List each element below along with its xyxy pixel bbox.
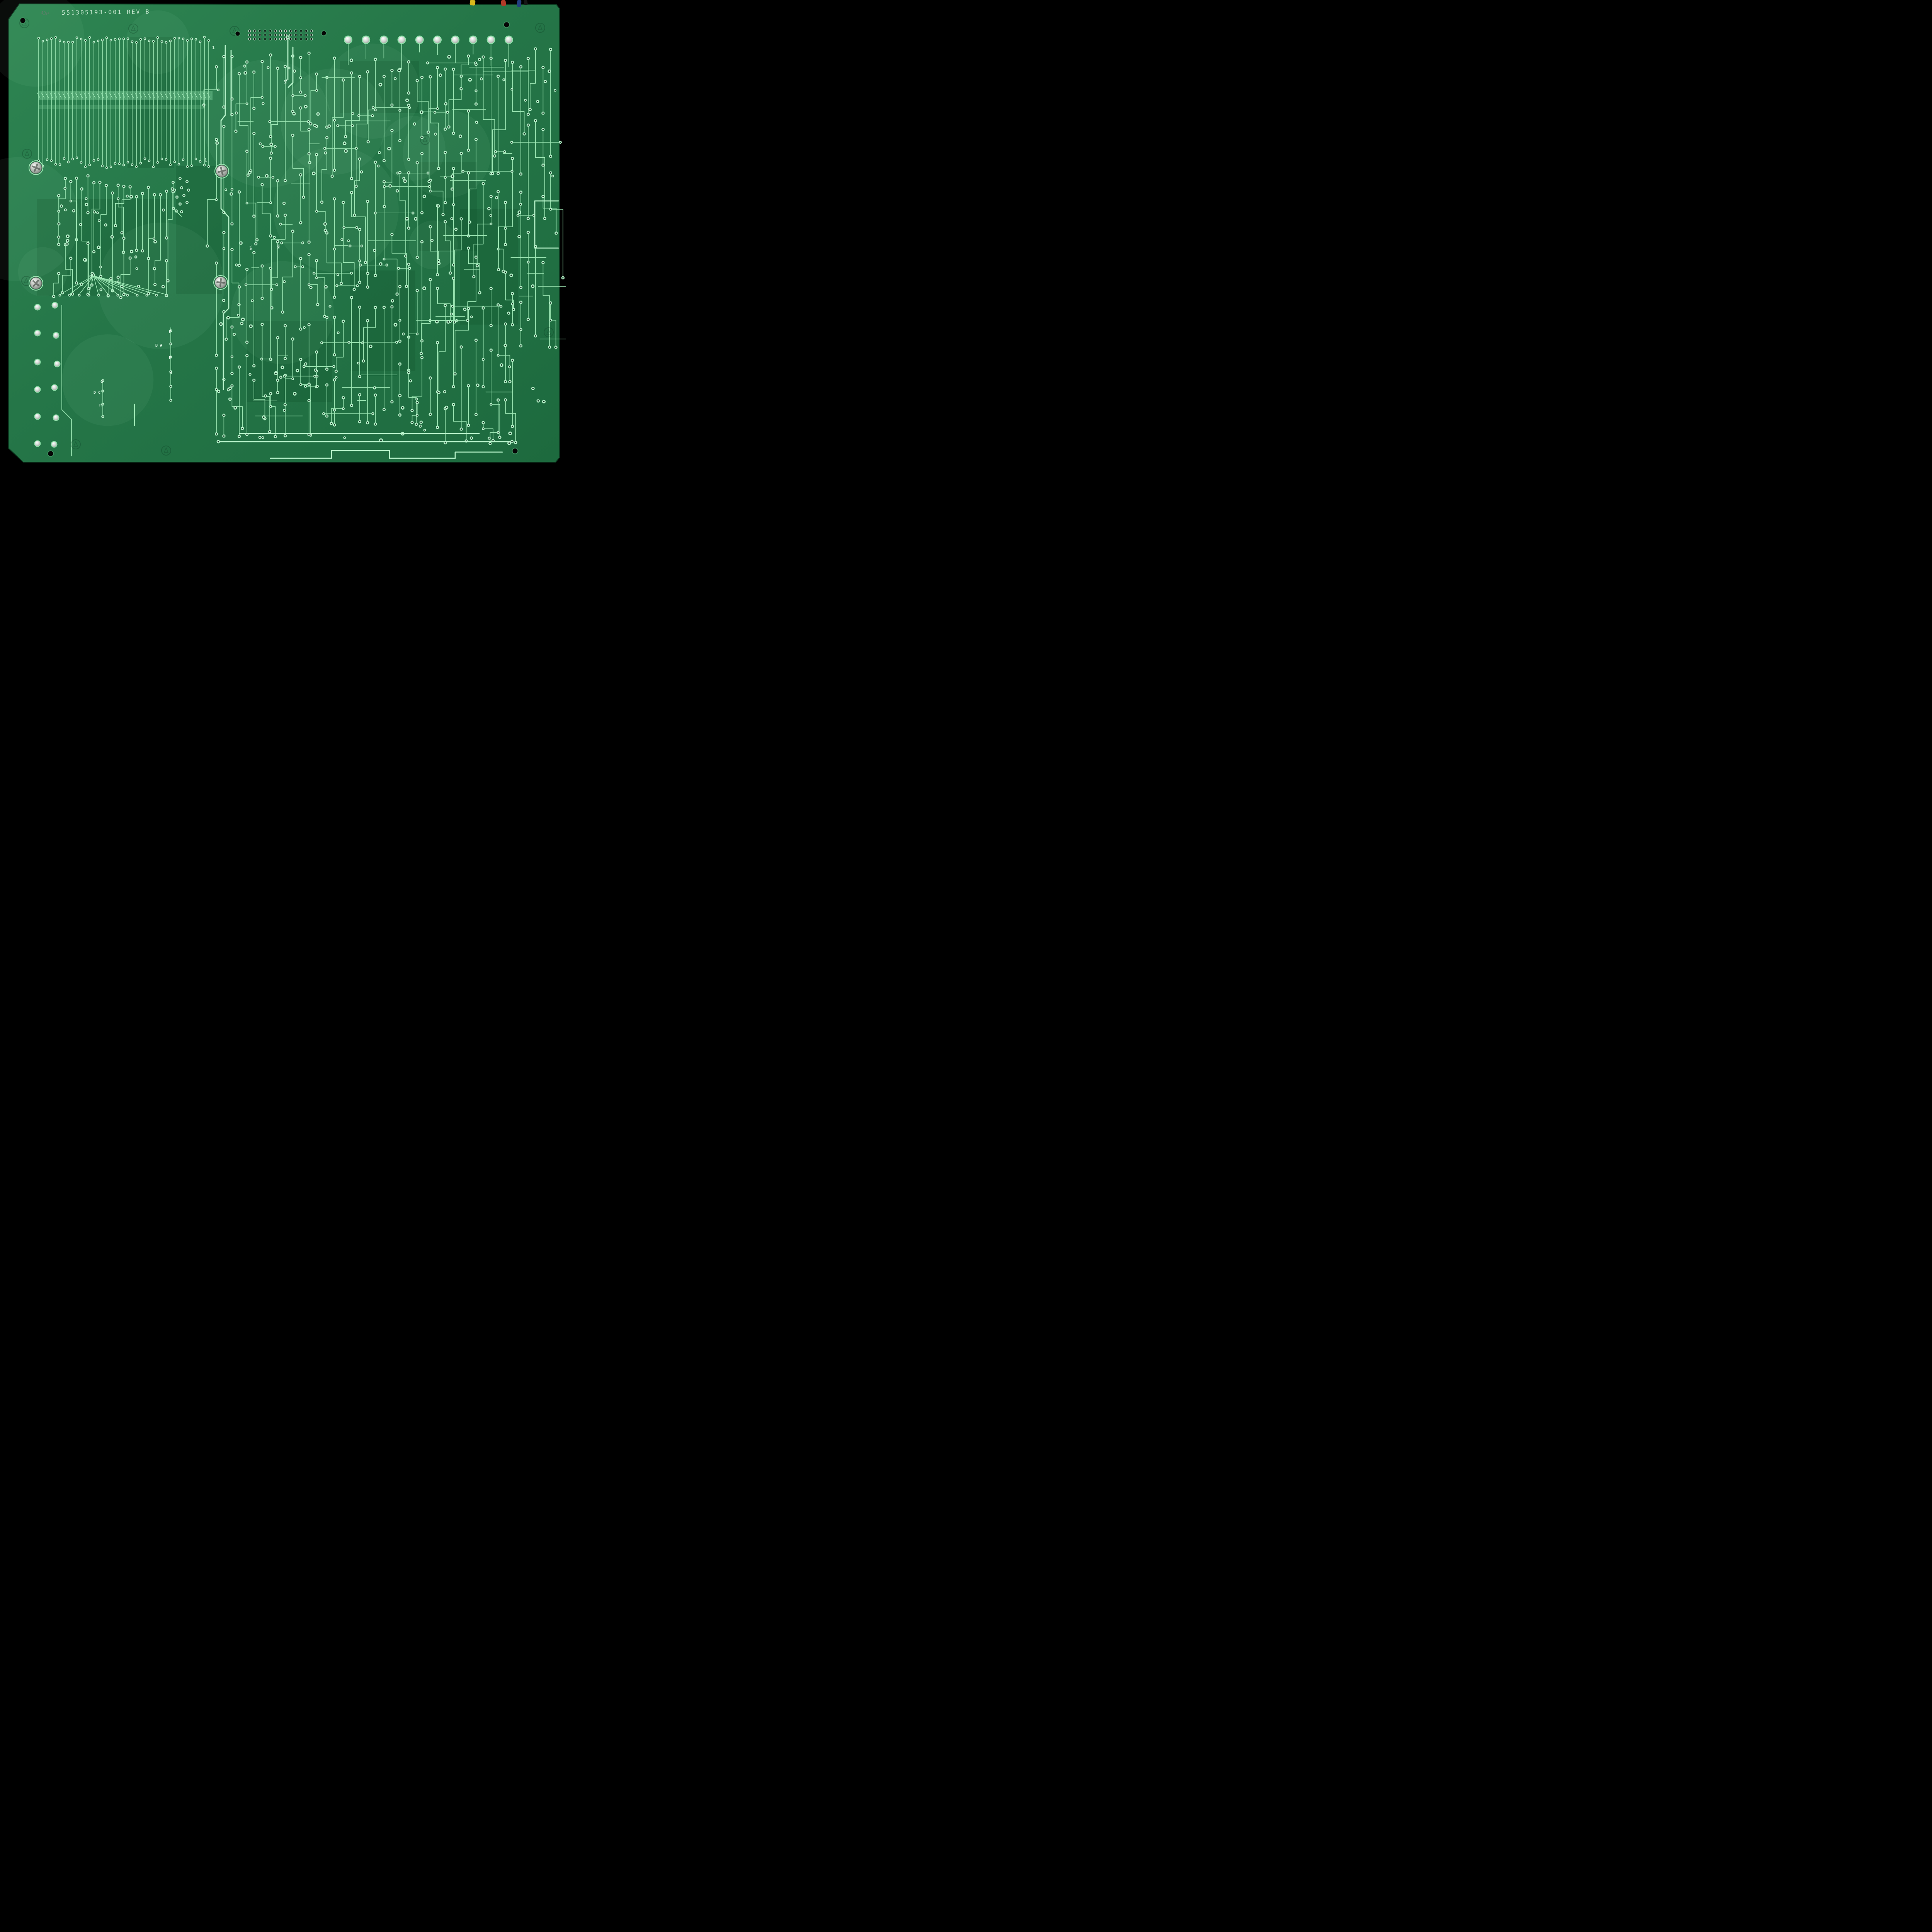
pin1-mark: 1 (203, 104, 206, 109)
test-point-label-c: C (98, 391, 100, 395)
mounting-hole (235, 31, 241, 37)
test-point-label-d: D (94, 391, 96, 395)
part-number-label: 551305193-001 REV B (62, 8, 150, 16)
test-point-label-b: B (155, 344, 158, 348)
mounting-hole (47, 450, 54, 457)
pin1-mark: 1 (204, 158, 207, 163)
copper-trace-layer (34, 29, 566, 459)
test-point-label-f: F (169, 356, 171, 360)
pcb-photo: 551305193-001 REV B 43P 1 1 1 W1 W3 W4 E… (0, 0, 566, 465)
phillips-screw (29, 160, 43, 175)
board-text: 551305193-001 REV B 43P 1 1 1 W1 W3 W4 E… (40, 8, 288, 408)
test-point-label-e: E (169, 330, 171, 334)
black-wire-stub (524, 0, 528, 5)
board-scan: 551305193-001 REV B 43P 1 1 1 W1 W3 W4 E… (0, 0, 566, 465)
wire-stubs (469, 0, 528, 7)
jumper-label-w3: W3 (250, 245, 253, 250)
inspection-stamps (19, 18, 554, 456)
mounting-hole (503, 21, 510, 28)
test-point-label-h: H (99, 403, 102, 408)
pin1-mark: 1 (212, 45, 215, 50)
mounting-hole (512, 447, 519, 454)
test-point-label-g: G (100, 380, 103, 384)
handwritten-mark: 43P (40, 10, 49, 17)
phillips-screw (29, 276, 43, 291)
phillips-screw (214, 164, 229, 179)
mounting-holes (19, 17, 519, 457)
mounting-hole (19, 17, 26, 24)
blue-wire-stub (517, 0, 522, 7)
yellow-wire-stub (469, 0, 476, 6)
test-point-label-k: K (170, 371, 172, 375)
red-wire-stub (501, 0, 506, 7)
phillips-screw (213, 275, 228, 290)
test-point-label-a: A (160, 344, 162, 348)
phillips-screws (29, 160, 229, 291)
jumper-label-w1: W1 (284, 79, 288, 83)
mounting-hole (321, 30, 327, 36)
jumper-label-w4: W4 (277, 244, 281, 248)
